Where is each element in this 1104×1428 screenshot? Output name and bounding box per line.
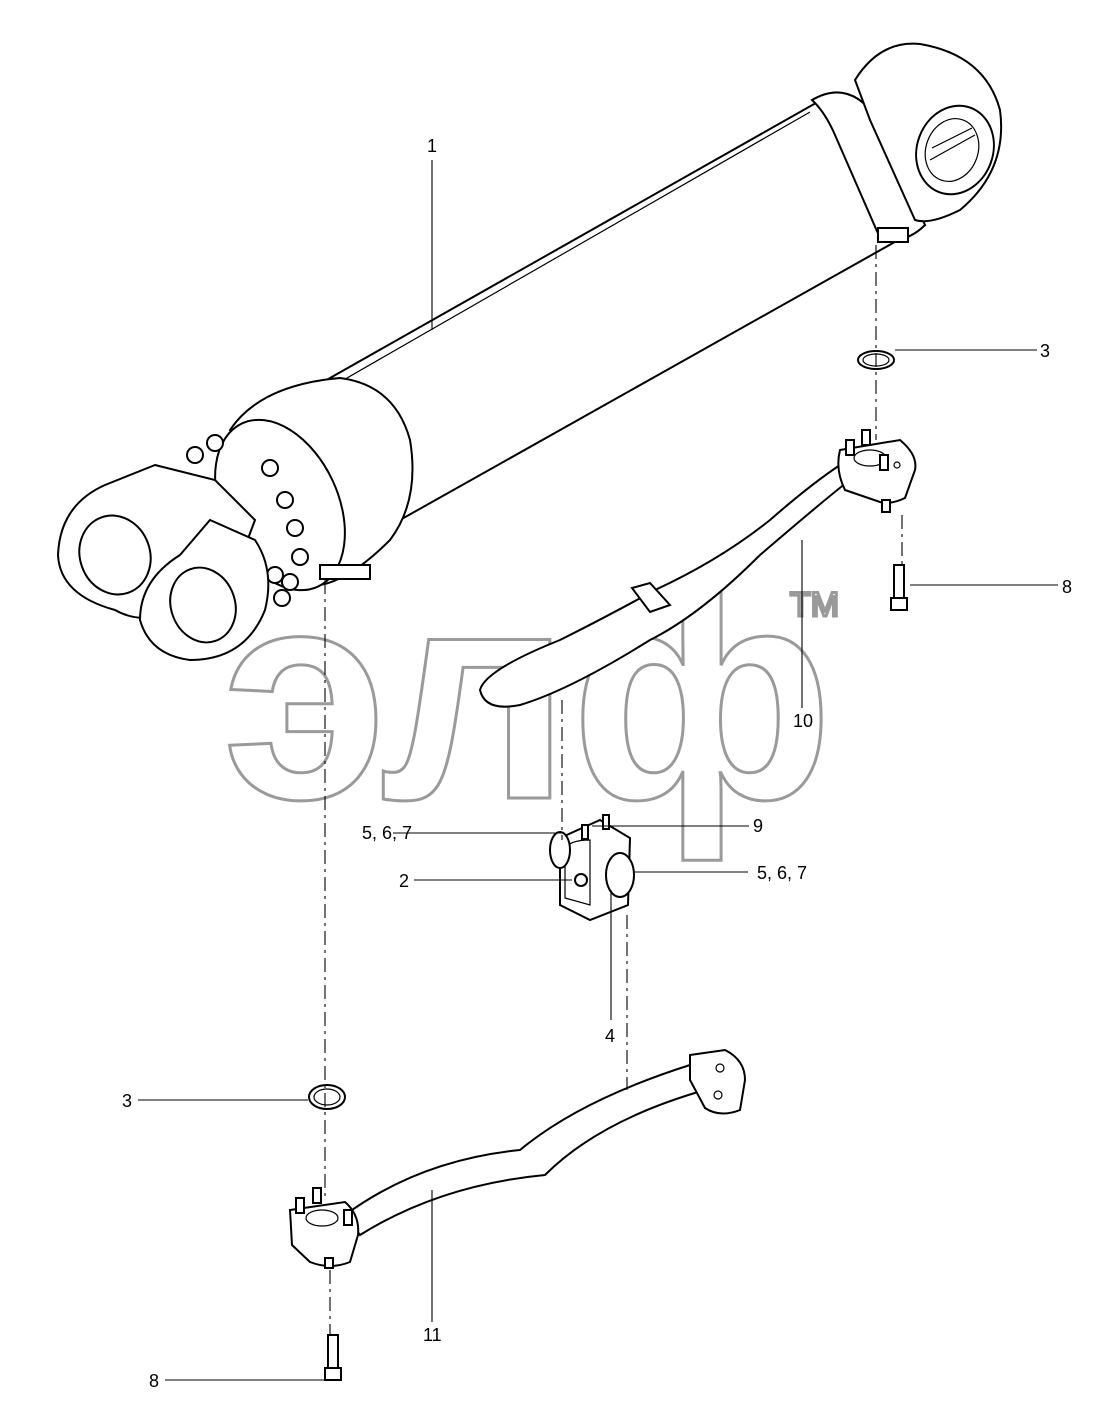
callout-11: 11 [423,1325,442,1345]
callout-1: 1 [427,136,437,156]
callout-4: 4 [605,1026,615,1046]
tube-10 [478,429,917,708]
bolt-lower [324,1334,342,1381]
hydraulic-cylinder [56,42,1003,662]
callout-2: 2 [399,871,409,891]
callout-9: 9 [753,816,763,836]
callout-labels: 1 3 8 10 5, 6, 7 9 2 5, 6, 7 4 3 11 8 [122,136,1072,1391]
leader-lines [138,160,1058,1381]
callout-5-6-7-left: 5, 6, 7 [362,823,412,843]
callout-5-6-7-right: 5, 6, 7 [757,863,807,883]
tube-11 [288,1048,747,1269]
callout-3-upper: 3 [1040,341,1050,361]
callout-8-upper: 8 [1062,577,1072,597]
watermark-tm: TM [790,586,839,624]
callout-3-lower: 3 [122,1091,132,1111]
head-bolts [186,434,309,607]
callout-10: 10 [793,711,813,731]
bolt-upper [890,564,908,611]
clamp-bracket-assembly [549,814,635,922]
centerlines [324,245,903,1335]
callout-8-lower: 8 [149,1371,159,1391]
